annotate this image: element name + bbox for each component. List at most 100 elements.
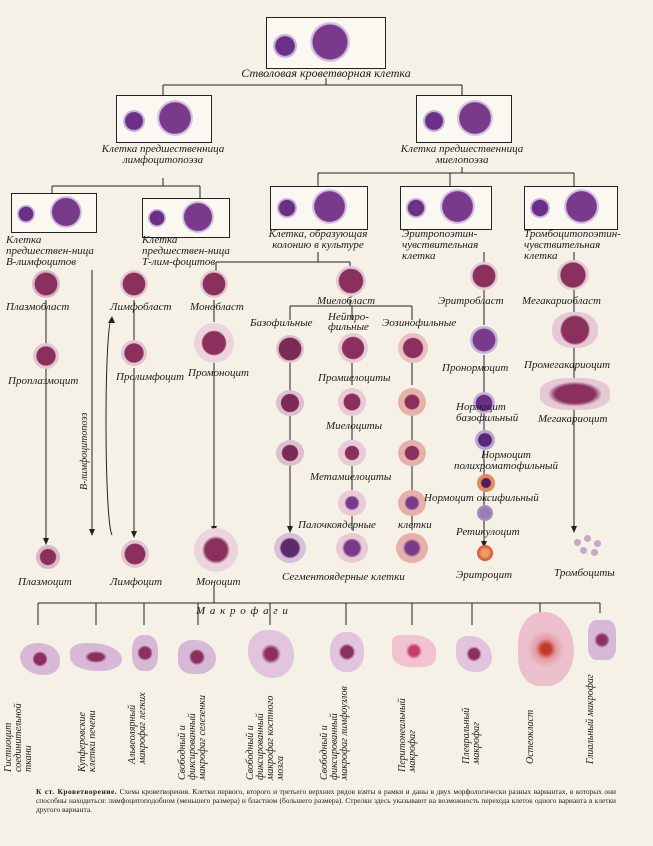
eosinophil-metamyelocyte <box>398 440 426 466</box>
segmented-label: Сегментоядерные клетки <box>282 571 405 583</box>
monoblast-label: Монобласт <box>190 301 244 313</box>
thrombo-sens-label: Тромбоцитопоэтин-чувствительная клетка <box>524 228 621 262</box>
proplasmocyte-label: Проплазмоцит <box>8 375 79 387</box>
lymphocyte-cell <box>121 540 149 568</box>
macrophage-kupffer <box>70 643 122 671</box>
caption-title: К ст. Кроветворение. <box>36 787 118 796</box>
normocyte-oxyphilic-cell <box>477 474 495 492</box>
monoblast-cell <box>200 270 228 298</box>
basophil-metamyelocyte <box>276 440 304 466</box>
platelet <box>584 535 591 542</box>
thrombocytes-cluster <box>572 535 608 557</box>
thrombocytes-label: Тромбоциты <box>554 567 615 579</box>
macrophage-label-7: Плевральный макрофаг <box>461 707 482 764</box>
erythroblast-cell <box>470 262 498 290</box>
caption-text: Схема кроветворения. Клетки первого, вто… <box>36 787 617 814</box>
erythrocyte-label: Эритроцит <box>456 569 513 581</box>
metamyelocytes-label: Метамиелоциты <box>310 471 392 483</box>
basophil-segmented <box>274 533 306 563</box>
colony-label: Клетка, образующая колонию в культуре <box>268 228 368 251</box>
band-cells-label: клетки <box>398 519 432 531</box>
neutrophil-band <box>338 490 366 516</box>
neutrophilic-label: Нейтро-фильные <box>328 311 369 333</box>
macrophages-label: М а к р о ф а г и <box>196 605 289 617</box>
stem-cell-small <box>273 34 297 58</box>
prolymphocyte-cell <box>121 340 147 366</box>
eosinophil-segmented <box>396 533 428 563</box>
normocyte-basophilic-cell <box>473 392 495 414</box>
lymph-prec-label: Клетка предшественница лимфоцитопоэза <box>101 143 225 166</box>
monocyte-label: Моноцит <box>196 576 241 588</box>
stem-cell-large <box>310 22 350 62</box>
platelet <box>591 549 598 556</box>
normocyte-polychromatophilic-cell <box>475 430 495 450</box>
promegakaryocyte-label: Промегакариоцит <box>524 359 611 371</box>
plasmoblast-cell <box>32 270 60 298</box>
eosinophil-band <box>398 490 426 516</box>
macrophage-lymph-nodes <box>330 632 364 672</box>
basophil-promyelocyte <box>276 335 304 363</box>
myelocytes-label: Миелоциты <box>326 420 383 432</box>
lymphoblast-cell <box>120 270 148 298</box>
promyelocytes-label: Промиелоциты <box>318 372 391 384</box>
band-label: Палочкоядерные <box>298 519 376 531</box>
normocyte-polychromatophilic-label: Нормоцит полихроматофильный <box>454 449 558 472</box>
neutrophil-metamyelocyte <box>338 440 366 466</box>
myelo-prec-small <box>423 110 445 132</box>
eosinophil-myelocyte <box>398 388 426 416</box>
neutrophil-myelocyte <box>338 388 366 416</box>
figure-caption: К ст. Кроветворение. Схема кроветворения… <box>36 787 616 814</box>
erythrocyte-cell <box>477 545 493 561</box>
megakaryoblast-label: Мегакариобласт <box>522 295 601 307</box>
stem-cell-label: Стволовая кроветворная клетка <box>241 66 411 80</box>
b-lymphopoiesis-label: В-лимфоцитопоэз <box>79 412 90 490</box>
myelo-prec-large <box>457 100 493 136</box>
neutrophil-segmented <box>336 533 368 563</box>
macrophage-label-6: Перитонеальный макрофаг <box>397 698 418 772</box>
plasmocyte-label: Плазмоцит <box>18 576 72 588</box>
myeloblast-label: Миелобласт <box>317 295 376 307</box>
macrophage-label-3: Свободный и фиксированный макрофаг селез… <box>177 695 208 780</box>
pronormocyte-cell <box>470 326 498 354</box>
promonocyte-label: Промоноцит <box>188 367 249 379</box>
b-prec-large <box>50 196 82 228</box>
megakaryocyte-label: Мегакариоцит <box>538 413 608 425</box>
basophil-myelocyte <box>276 390 304 416</box>
t-prec-large <box>182 201 214 233</box>
lymph-prec-small <box>123 110 145 132</box>
colony-small <box>277 198 297 218</box>
promonocyte-cell <box>194 323 234 363</box>
reticulocyte-label: Ретикулоцит <box>456 526 520 538</box>
platelet <box>594 540 601 547</box>
macrophage-label-4: Свободный и фиксированный макрофаг костн… <box>245 695 286 780</box>
megakaryocyte-cell <box>540 378 610 410</box>
plasmocyte-cell <box>36 545 60 569</box>
macrophage-peritoneal <box>392 635 436 667</box>
macrophage-alveolar <box>132 635 158 671</box>
thrombo-sens-large <box>564 189 599 224</box>
basophilic-label: Базофильные <box>250 317 313 329</box>
erythro-sens-small <box>406 198 426 218</box>
lymphoblast-label: Лимфобласт <box>110 301 172 313</box>
t-prec-small <box>148 209 166 227</box>
prolymphocyte-label: Пролимфоцит <box>116 371 185 383</box>
normocyte-oxyphilic-label: Нормоцит оксифильный <box>424 492 539 504</box>
colony-large <box>312 189 347 224</box>
macrophage-spleen <box>178 640 216 674</box>
lymphocyte-label: Лимфоцит <box>110 576 163 588</box>
t-prec-label: Клетка предшествен-ница Т-лим-фоцитов <box>142 234 230 268</box>
pronormocyte-label: Пронормоцит <box>442 362 509 374</box>
macrophage-label-8: Остеокласт <box>525 709 536 764</box>
osteoclast <box>518 612 574 686</box>
monocyte-cell <box>194 528 238 572</box>
plasmoblast-label: Плазмобласт <box>6 301 70 313</box>
eosinophilic-label: Эозинофильные <box>382 317 457 329</box>
proplasmocyte-cell <box>33 343 59 369</box>
b-prec-small <box>17 205 35 223</box>
platelet <box>574 539 581 546</box>
promegakaryocyte-cell <box>552 312 598 348</box>
lymph-prec-large <box>157 100 193 136</box>
neutrophil-promyelocyte <box>338 333 368 363</box>
